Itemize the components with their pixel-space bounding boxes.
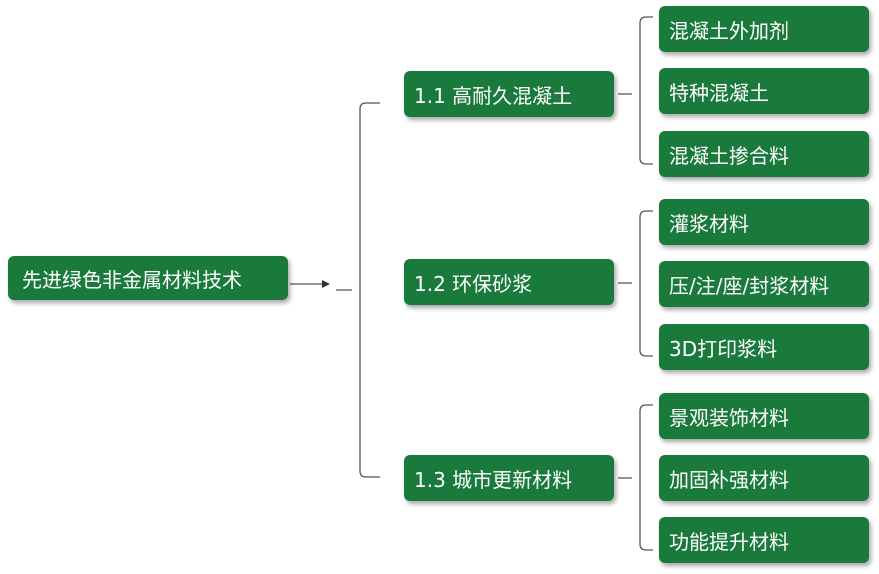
leaf-node: 混凝土掺合料 xyxy=(659,131,869,177)
branch-node-2: 1.2 环保砂浆 xyxy=(404,259,614,305)
leaf-node: 灌浆材料 xyxy=(659,199,869,245)
leaf-node-label: 混凝土掺合料 xyxy=(669,143,789,168)
leaf-node: 压/注/座/封浆材料 xyxy=(659,261,869,307)
leaf-node-label: 灌浆材料 xyxy=(669,211,749,236)
branch-2-bracket xyxy=(618,210,653,357)
root-node-label: 先进绿色非金属材料技术 xyxy=(22,267,242,292)
branch-1-bracket xyxy=(618,16,653,165)
main-bracket xyxy=(336,102,380,478)
leaf-node: 特种混凝土 xyxy=(659,68,869,114)
leaf-node-label: 加固补强材料 xyxy=(669,467,789,492)
leaf-node-label: 特种混凝土 xyxy=(669,80,769,105)
leaf-node: 3D打印浆料 xyxy=(659,324,869,370)
root-arrowhead xyxy=(322,280,330,288)
leaf-node-label: 功能提升材料 xyxy=(669,529,789,554)
leaf-node-label: 压/注/座/封浆材料 xyxy=(669,273,830,298)
root-node: 先进绿色非金属材料技术 xyxy=(8,256,288,300)
branch-node-label: 1.3 城市更新材料 xyxy=(414,467,573,492)
leaf-node: 混凝土外加剂 xyxy=(659,6,869,52)
leaf-node-label: 3D打印浆料 xyxy=(669,336,778,361)
leaf-node: 功能提升材料 xyxy=(659,517,869,563)
branch-node-label: 1.1 高耐久混凝土 xyxy=(414,83,573,108)
branch-node-1: 1.1 高耐久混凝土 xyxy=(404,71,614,117)
leaf-node-label: 混凝土外加剂 xyxy=(669,18,789,43)
branch-3-bracket xyxy=(618,404,653,551)
leaf-node: 景观装饰材料 xyxy=(659,393,869,439)
branch-node-3: 1.3 城市更新材料 xyxy=(404,455,614,501)
branch-node-label: 1.2 环保砂浆 xyxy=(414,271,533,296)
leaf-node-label: 景观装饰材料 xyxy=(669,405,789,430)
leaf-node: 加固补强材料 xyxy=(659,455,869,501)
